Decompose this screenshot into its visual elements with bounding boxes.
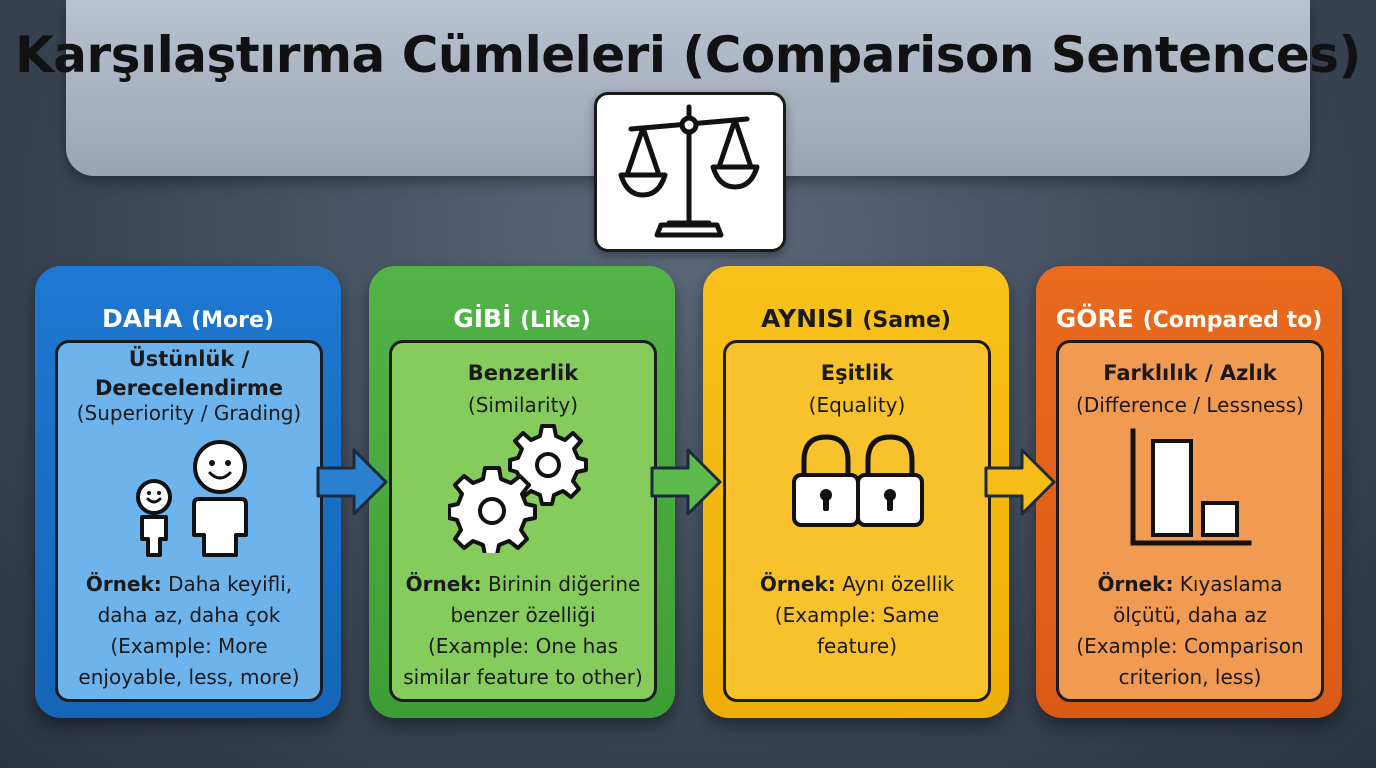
card-concept-translation: (Similarity) (467, 393, 579, 417)
card-concept-translation: (Equality) (808, 393, 906, 417)
example-label: Örnek: (759, 572, 836, 596)
example-line: benzer özelliği (450, 603, 596, 627)
card-heading: AYNISI (Same) (703, 304, 1009, 333)
bar-chart-icon (1130, 428, 1252, 546)
card-keyword-translation: (Compared to) (1142, 308, 1323, 333)
card-concept-translation: (Superiority / Grading) (76, 401, 302, 425)
card-keyword: AYNISI (761, 304, 854, 333)
card-concept: Farklılık / Azlık (1103, 361, 1277, 385)
example-line: (Example: Same (774, 603, 940, 627)
card-keyword-translation: (More) (191, 308, 274, 333)
card-example: Örnek: Daha keyifli, daha az, daha çok (… (58, 569, 320, 693)
arrow-right-icon (316, 448, 388, 516)
balance-scale-icon (618, 104, 760, 238)
card-keyword-translation: (Like) (520, 308, 591, 333)
example-line: similar feature to other) (403, 665, 643, 689)
example-line: (Example: Comparison (1076, 634, 1304, 658)
concept-line: Üstünlük / (128, 347, 250, 371)
example-line: ölçütü, daha az (1113, 603, 1267, 627)
example-line: daha az, daha çok (97, 603, 281, 627)
child-and-adult-icon (136, 440, 248, 557)
page-title: Karşılaştırma Cümleleri (Comparison Sent… (15, 26, 1361, 84)
example-line: Birinin diğerine (487, 572, 641, 596)
example-line: Kıyaslama (1179, 572, 1283, 596)
card-aynisi: AYNISI (Same) Eşitlik (Equality) Örnek: … (703, 266, 1009, 718)
example-line: enjoyable, less, more) (78, 665, 300, 689)
example-label: Örnek: (1097, 572, 1174, 596)
card-example: Örnek: Aynı özellik (Example: Same featu… (726, 569, 988, 662)
example-line: Daha keyifli, (168, 572, 293, 596)
example-line: Aynı özellik (842, 572, 955, 596)
example-line: (Example: One has (427, 634, 619, 658)
arrow-right-icon (984, 448, 1056, 516)
card-concept: Üstünlük / Derecelendirme (58, 345, 320, 403)
scale-panel (594, 92, 786, 252)
card-concept-translation: (Difference / Lessness) (1076, 393, 1304, 417)
example-line: (Example: More (110, 634, 268, 658)
card-inner-panel: Eşitlik (Equality) Örnek: Aynı özellik (… (723, 340, 991, 702)
concept-line: Derecelendirme (94, 376, 284, 400)
example-line: feature) (816, 634, 897, 658)
card-keyword: GİBİ (453, 304, 512, 333)
example-line: criterion, less) (1118, 665, 1262, 689)
card-heading: GİBİ (Like) (369, 304, 675, 333)
card-heading: DAHA (More) (35, 304, 341, 333)
card-example: Örnek: Kıyaslama ölçütü, daha az (Exampl… (1059, 569, 1321, 693)
card-inner-panel: Farklılık / Azlık (Difference / Lessness… (1056, 340, 1324, 702)
arrow-right-icon (650, 448, 722, 516)
card-concept: Benzerlik (467, 361, 579, 385)
card-daha: DAHA (More) Üstünlük / Derecelendirme (S… (35, 266, 341, 718)
card-heading: GÖRE (Compared to) (1036, 304, 1342, 333)
gears-icon (448, 424, 588, 553)
two-padlocks-icon (792, 434, 924, 527)
example-label: Örnek: (405, 572, 482, 596)
card-gore: GÖRE (Compared to) Farklılık / Azlık (Di… (1036, 266, 1342, 718)
card-inner-panel: Benzerlik (Similarity) Örnek: Birinin di… (389, 340, 657, 702)
card-gibi: GİBİ (Like) Benzerlik (Similarity) Örnek… (369, 266, 675, 718)
card-keyword: DAHA (102, 304, 183, 333)
card-inner-panel: Üstünlük / Derecelendirme (Superiority /… (55, 340, 323, 702)
card-keyword-translation: (Same) (862, 308, 951, 333)
example-label: Örnek: (85, 572, 162, 596)
card-concept: Eşitlik (820, 361, 894, 385)
card-keyword: GÖRE (1055, 304, 1134, 333)
card-example: Örnek: Birinin diğerine benzer özelliği … (392, 569, 654, 693)
